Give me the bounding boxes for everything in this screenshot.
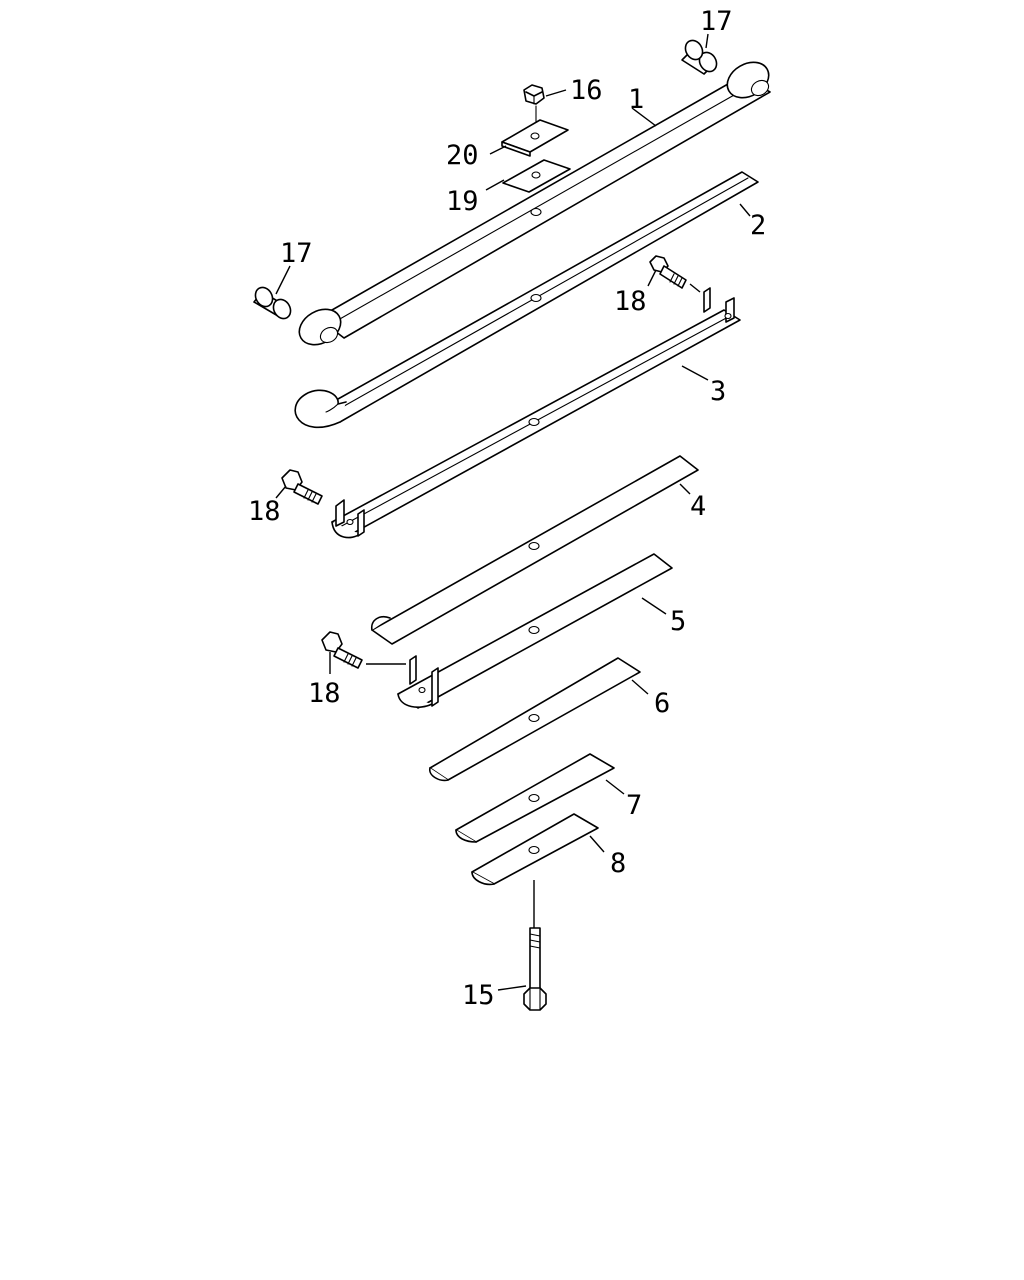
leaf-1 bbox=[298, 61, 771, 346]
callout-16: 16 bbox=[570, 75, 603, 106]
bolt-18-middle bbox=[281, 469, 323, 505]
plate-20 bbox=[501, 119, 569, 157]
callout-20: 20 bbox=[446, 140, 479, 171]
callout-4: 4 bbox=[690, 491, 706, 522]
callout-18-lower: 18 bbox=[308, 678, 341, 709]
callout-17-top: 17 bbox=[700, 6, 733, 37]
callout-7: 7 bbox=[626, 790, 642, 821]
callout-19: 19 bbox=[446, 186, 479, 217]
callout-15: 15 bbox=[462, 980, 495, 1011]
bolt-18-upper bbox=[649, 255, 701, 293]
callout-18-upper: 18 bbox=[614, 286, 647, 317]
leaf-5 bbox=[397, 553, 673, 709]
leaf-8 bbox=[471, 813, 599, 886]
leaf-7 bbox=[455, 753, 615, 843]
pin-17-left bbox=[253, 286, 292, 320]
callout-17-left: 17 bbox=[280, 238, 313, 269]
callout-5: 5 bbox=[670, 606, 686, 637]
leaf-2 bbox=[294, 171, 759, 429]
leaf-4 bbox=[370, 455, 699, 645]
callout-8: 8 bbox=[610, 848, 626, 879]
pad-19 bbox=[502, 159, 571, 193]
leaf-6 bbox=[429, 657, 641, 782]
callout-3: 3 bbox=[710, 376, 726, 407]
leaf-3 bbox=[331, 287, 741, 539]
callout-1: 1 bbox=[628, 84, 644, 115]
leader-lines bbox=[275, 33, 751, 991]
bolt-18-lower bbox=[321, 631, 406, 669]
callout-18-middle: 18 bbox=[248, 496, 281, 527]
center-bolt-15 bbox=[523, 880, 547, 1011]
callout-6: 6 bbox=[654, 688, 670, 719]
callout-labels: 17 16 1 20 19 2 17 18 3 4 18 5 18 6 7 8 … bbox=[248, 6, 766, 1011]
pin-17-top bbox=[681, 39, 718, 75]
callout-2: 2 bbox=[750, 210, 766, 241]
